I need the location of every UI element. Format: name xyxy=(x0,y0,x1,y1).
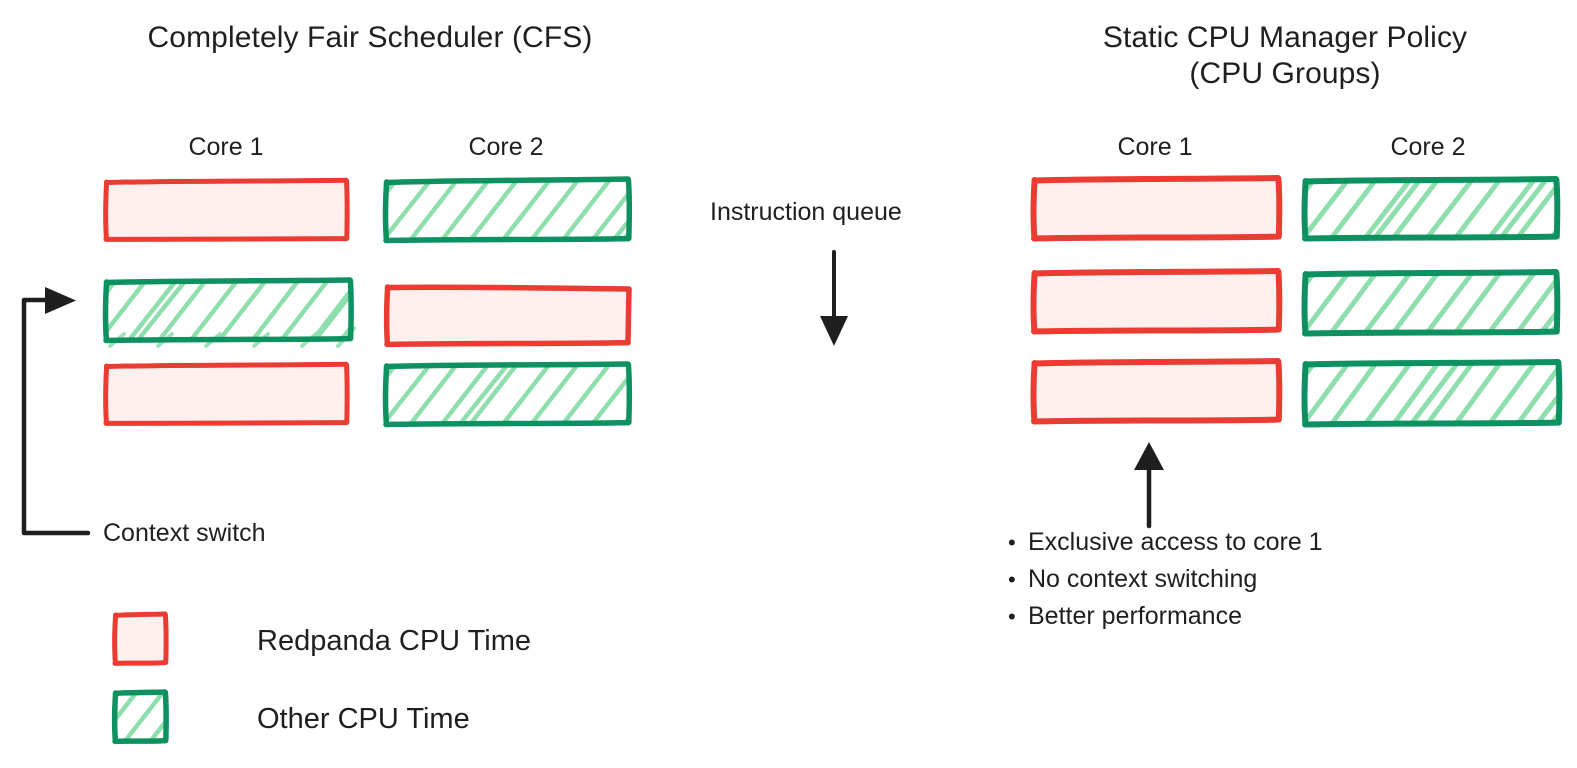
bullet-text: Better performance xyxy=(1028,602,1242,630)
right-core2-block-3 xyxy=(1300,358,1563,430)
right-core2-block-1 xyxy=(1300,175,1562,243)
right-core2-block-2 xyxy=(1300,268,1562,338)
right-core1-block-1 xyxy=(1028,173,1284,243)
left-core2-block-3 xyxy=(382,360,634,430)
legend-label-redpanda: Redpanda CPU Time xyxy=(257,625,532,657)
legend-label-other: Other CPU Time xyxy=(257,703,470,735)
legend-swatch-other xyxy=(110,688,172,751)
legend-swatch-redpanda xyxy=(110,610,172,673)
bullet-item: • No context switching xyxy=(1008,561,1323,598)
bullet-marker-icon: • xyxy=(1008,530,1016,555)
right-panel-title: Static CPU Manager Policy (CPU Groups) xyxy=(1102,21,1468,90)
bullet-item: • Exclusive access to core 1 xyxy=(1008,524,1323,561)
bullet-item: • Better performance xyxy=(1008,598,1323,635)
right-core-2-label: Core 2 xyxy=(1390,133,1466,161)
bullet-text: No context switching xyxy=(1028,565,1258,593)
left-panel-title: Completely Fair Scheduler (CFS) xyxy=(147,21,593,54)
bullet-marker-icon: • xyxy=(1008,604,1016,629)
exclusive-access-arrow xyxy=(1120,440,1178,535)
left-core2-block-1 xyxy=(382,176,634,246)
instruction-queue-arrow xyxy=(808,250,860,355)
legend: Redpanda CPU Time Other CP xyxy=(110,610,532,751)
context-switch-arrow xyxy=(0,285,110,545)
left-core-2-label: Core 2 xyxy=(468,133,544,161)
left-core1-block-2 xyxy=(102,276,356,348)
right-core1-block-3 xyxy=(1028,356,1284,426)
right-core1-block-2 xyxy=(1028,266,1284,336)
right-core-1-label: Core 1 xyxy=(1117,133,1193,161)
left-core1-block-1 xyxy=(102,176,350,244)
left-core2-block-2 xyxy=(382,282,634,348)
bullet-text: Exclusive access to core 1 xyxy=(1028,528,1323,556)
bullet-marker-icon: • xyxy=(1008,567,1016,592)
right-panel-bullets: • Exclusive access to core 1 • No contex… xyxy=(1008,524,1323,635)
context-switch-label: Context switch xyxy=(103,519,266,547)
left-core1-block-3 xyxy=(102,361,350,427)
left-core-1-label: Core 1 xyxy=(188,133,264,161)
instruction-queue-label: Instruction queue xyxy=(710,198,902,226)
